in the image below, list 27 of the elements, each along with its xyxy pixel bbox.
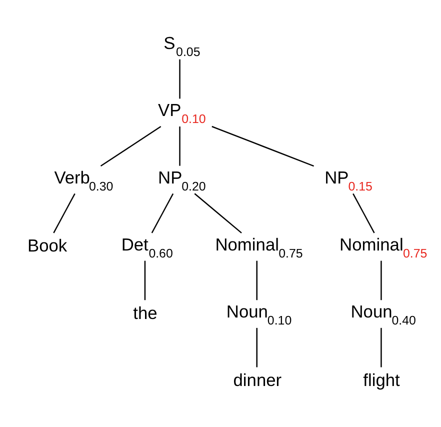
connector [179, 59, 180, 99]
node-text: Nominal$_{0.75}$ [340, 234, 428, 260]
connector [144, 260, 146, 300]
connector [352, 193, 375, 234]
node-text: Nominal$_{0.75}$ [215, 234, 303, 260]
connector [151, 193, 174, 234]
connector [53, 193, 76, 234]
connector [212, 126, 314, 167]
connector [380, 260, 382, 300]
node-text: NP$_{0.15}$ [324, 167, 372, 194]
node-text: NP$_{0.20}$ [158, 167, 206, 194]
node-text: the [133, 302, 158, 323]
connector [256, 328, 258, 368]
connector [256, 260, 258, 300]
connector [380, 328, 382, 368]
node-text: dinner [233, 370, 282, 390]
node-text: flight [363, 370, 400, 390]
node-text: Det$_{0.60}$ [121, 234, 173, 260]
connector [179, 126, 180, 166]
node-text: Noun$_{0.10}$ [226, 302, 292, 328]
node-text: Verb$_{0.30}$ [54, 167, 114, 194]
node-text: Book [27, 236, 68, 256]
node-text: Noun$_{0.40}$ [350, 302, 416, 328]
node-text: VP$_{0.10}$ [158, 100, 206, 126]
connector [194, 193, 242, 234]
node-text: S$_{0.05}$ [164, 33, 200, 60]
connector [100, 126, 162, 167]
